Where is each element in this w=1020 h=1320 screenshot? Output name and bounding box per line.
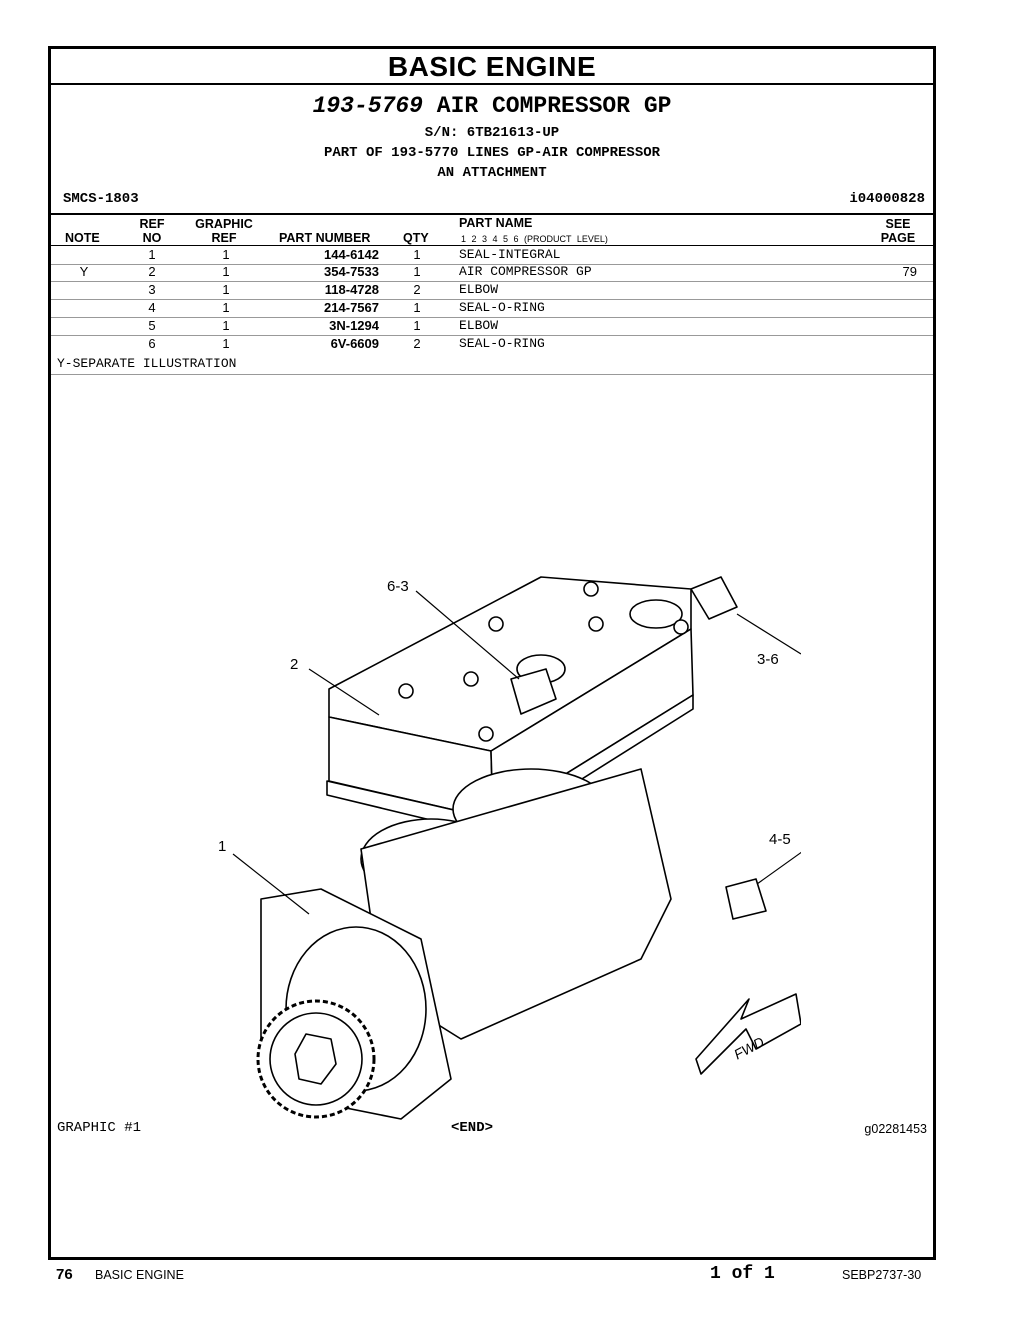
col-graphic-ref-line2: REF — [211, 231, 237, 245]
footer-section: BASIC ENGINE — [95, 1268, 184, 1282]
head-bolt — [478, 726, 494, 742]
part-name: ELBOW — [459, 282, 499, 297]
section-title: BASIC ENGINE — [51, 49, 933, 85]
footnote-separate-illustration: Y-SEPARATE ILLUSTRATION — [57, 356, 237, 371]
table-bottom-rule — [51, 374, 933, 375]
part-number: 6V-6609 — [330, 336, 379, 351]
table-row: 6 1 6V-6609 2 SEAL-O-RING — [51, 335, 933, 353]
part-graphic-ref: 1 — [222, 318, 230, 333]
part-name: SEAL-INTEGRAL — [459, 247, 561, 262]
col-note: NOTE — [65, 231, 100, 245]
part-graphic-ref: 1 — [222, 282, 230, 297]
head-bolt — [583, 581, 599, 597]
document-id: SEBP2737-30 — [842, 1268, 922, 1282]
callout-label: 3-6 — [757, 651, 779, 668]
callout-leader — [232, 853, 310, 915]
col-see-page-line2: PAGE — [880, 231, 916, 245]
gear-nut — [294, 1033, 337, 1085]
callout-leader — [308, 668, 380, 716]
col-ref-no-line2: NO — [142, 231, 162, 245]
callout-leader — [756, 851, 801, 885]
graphic-label: GRAPHIC #1 — [57, 1120, 142, 1136]
part-ref-no: 4 — [148, 300, 156, 315]
col-qty: QTY — [403, 231, 429, 245]
serial-number: S/N: 6TB21613-UP — [424, 125, 560, 141]
col-see-page-line1: SEE — [885, 217, 911, 231]
head-bolt — [588, 616, 604, 632]
group-title: 193-5769 AIR COMPRESSOR GP — [51, 93, 933, 119]
part-qty: 2 — [413, 336, 421, 351]
elbow-fitting — [725, 878, 767, 920]
group-name: AIR COMPRESSOR GP — [436, 93, 672, 119]
smcs-code: SMCS-1803 — [63, 191, 139, 207]
table-row: 5 1 3N-1294 1 ELBOW — [51, 317, 933, 336]
group-part-number: 193-5769 — [312, 93, 423, 119]
callout-label: 1 — [218, 838, 226, 855]
part-name: ELBOW — [459, 318, 499, 333]
part-number: 214-7567 — [324, 300, 379, 315]
end-marker: <END> — [451, 1120, 494, 1136]
table-row: 4 1 214-7567 1 SEAL-O-RING — [51, 299, 933, 318]
callout-label: 2 — [290, 656, 298, 673]
graphic-number: g02281453 — [864, 1122, 927, 1136]
part-qty: 1 — [413, 300, 421, 315]
part-name: AIR COMPRESSOR GP — [459, 264, 592, 279]
part-ref-no: 6 — [148, 336, 156, 351]
head-bolt — [488, 616, 504, 632]
callout-leader — [736, 613, 801, 655]
table-row: 1 1 144-6142 1 SEAL-INTEGRAL — [51, 245, 933, 265]
callout-label: 4-5 — [769, 831, 791, 848]
part-qty: 1 — [413, 318, 421, 333]
head-bolt — [463, 671, 479, 687]
air-compressor-illustration: 6-3 2 3-6 1 4-5 FWD — [218, 576, 801, 1120]
col-part-number: PART NUMBER — [279, 231, 371, 245]
part-graphic-ref: 1 — [222, 264, 230, 279]
part-name: SEAL-O-RING — [459, 300, 545, 315]
callout-leader — [415, 590, 520, 680]
part-ref-no: 3 — [148, 282, 156, 297]
part-number: 118-4728 — [324, 282, 379, 297]
part-qty: 1 — [413, 247, 421, 262]
attachment-line: AN ATTACHMENT — [437, 165, 547, 181]
part-see-page[interactable]: 79 — [902, 264, 917, 279]
col-ref-no-line1: REF — [139, 217, 165, 231]
part-graphic-ref: 1 — [222, 300, 230, 315]
part-graphic-ref: 1 — [222, 336, 230, 351]
part-qty: 1 — [413, 264, 421, 279]
col-part-name: PART NAME — [459, 216, 533, 230]
table-top-rule — [51, 213, 933, 215]
part-ref-no: 1 — [148, 247, 156, 262]
head-port — [629, 599, 683, 629]
part-note: Y — [79, 264, 89, 279]
part-of-line: PART OF 193-5770 LINES GP-AIR COMPRESSOR — [323, 145, 661, 161]
parts-page-frame: BASIC ENGINE 193-5769 AIR COMPRESSOR GP … — [48, 46, 936, 1260]
part-name: SEAL-O-RING — [459, 336, 545, 351]
elbow-fitting — [510, 668, 557, 715]
ident-code: i04000828 — [849, 191, 925, 207]
part-graphic-ref: 1 — [222, 247, 230, 262]
table-row: 3 1 118-4728 2 ELBOW — [51, 281, 933, 300]
product-level-scale: 1 2 3 4 5 6 (PRODUCT LEVEL) — [461, 234, 608, 244]
table-row: Y 2 1 354-7533 1 AIR COMPRESSOR GP 79 — [51, 263, 933, 282]
fwd-arrow — [695, 993, 801, 1075]
callout-label: 6-3 — [387, 578, 409, 595]
head-bolt — [398, 683, 414, 699]
col-graphic-ref-line1: GRAPHIC — [195, 217, 253, 231]
elbow-fitting — [690, 576, 738, 620]
part-qty: 2 — [413, 282, 421, 297]
page-number: 76 — [56, 1266, 73, 1283]
part-number: 354-7533 — [324, 264, 379, 279]
part-number: 144-6142 — [324, 247, 379, 262]
page-of-indicator: 1 of 1 — [710, 1264, 775, 1284]
part-ref-no: 5 — [148, 318, 156, 333]
part-number: 3N-1294 — [329, 318, 379, 333]
part-ref-no: 2 — [148, 264, 156, 279]
head-bolt — [673, 619, 689, 635]
